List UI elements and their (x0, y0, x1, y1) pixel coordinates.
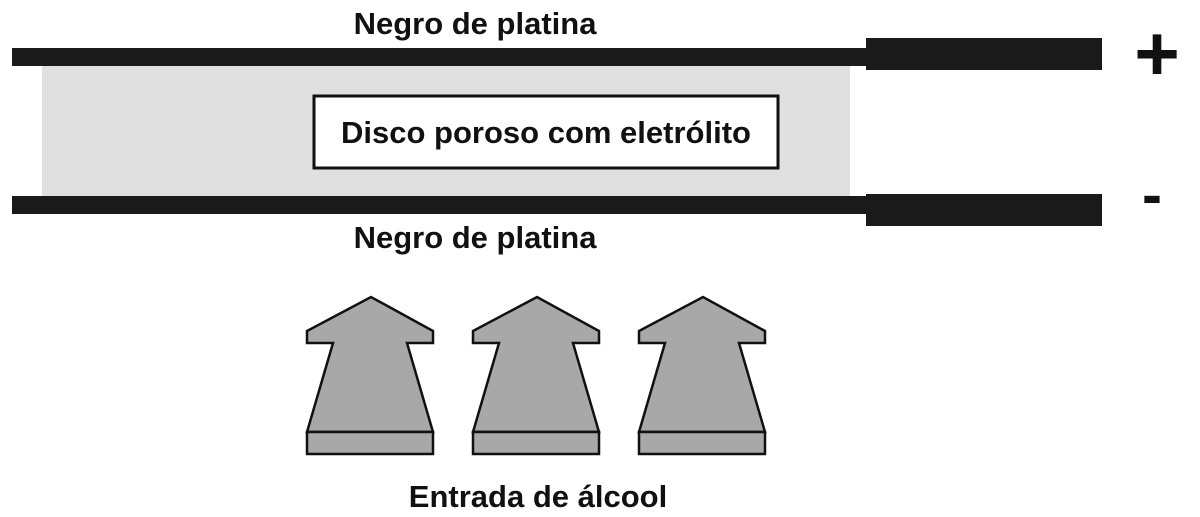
bottom-plate-label: Negro de platina (354, 220, 598, 255)
negative-terminal-sign: - (1142, 161, 1162, 228)
inlet-arrow (471, 295, 601, 456)
positive-terminal-sign: + (1134, 9, 1180, 97)
arrow-base (305, 430, 435, 456)
arrow-head (471, 295, 601, 434)
arrow-base (471, 430, 601, 456)
bottom-plate (12, 196, 870, 214)
alcohol-inlet-label: Entrada de álcool (409, 479, 667, 514)
inlet-arrow (305, 295, 435, 456)
porous-disc-box (312, 94, 780, 170)
arrow-base (637, 430, 767, 456)
top-plate-label: Negro de platina (354, 6, 598, 41)
arrow-head (637, 295, 767, 434)
inlet-arrow (637, 295, 767, 456)
arrow-head (305, 295, 435, 434)
porous-disc-label: Disco poroso com eletrólito (341, 115, 751, 150)
top-plate-terminal (866, 38, 1102, 70)
bottom-plate-terminal (866, 194, 1102, 226)
inlet-arrows (305, 295, 767, 456)
top-plate (12, 48, 870, 66)
